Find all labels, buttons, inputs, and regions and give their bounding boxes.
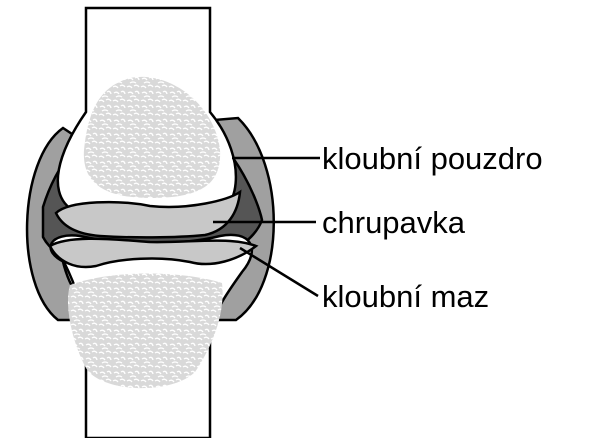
label-synovial-fluid: kloubní maz (322, 279, 489, 314)
label-cartilage: chrupavka (322, 205, 466, 240)
label-capsule: kloubní pouzdro (322, 141, 543, 176)
